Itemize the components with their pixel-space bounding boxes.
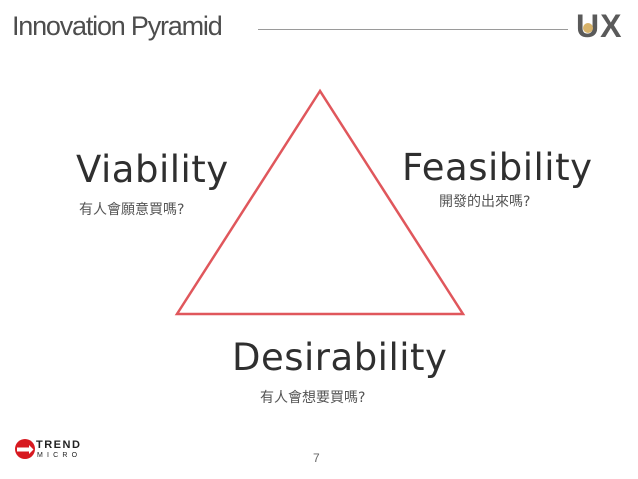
- desirability-question: 有人會想要買嗎?: [260, 390, 366, 406]
- viability-title: Viability: [76, 148, 229, 191]
- viability-question: 有人會願意買嗎?: [79, 202, 185, 218]
- desirability-title: Desirability: [232, 336, 448, 379]
- page-number: 7: [313, 451, 320, 465]
- pyramid-triangle: [174, 88, 466, 316]
- title-divider: [258, 29, 568, 30]
- slide-title: Innovation Pyramid: [12, 11, 223, 41]
- feasibility-question: 開發的出來嗎?: [439, 194, 531, 210]
- feasibility-title: Feasibility: [402, 146, 593, 189]
- trend-micro-brand-sub: MICRO: [37, 452, 82, 459]
- ux-logo-mark-icon: [583, 23, 593, 33]
- trend-micro-logo-icon: [15, 439, 35, 459]
- trend-micro-brand-name: TREND: [36, 439, 82, 451]
